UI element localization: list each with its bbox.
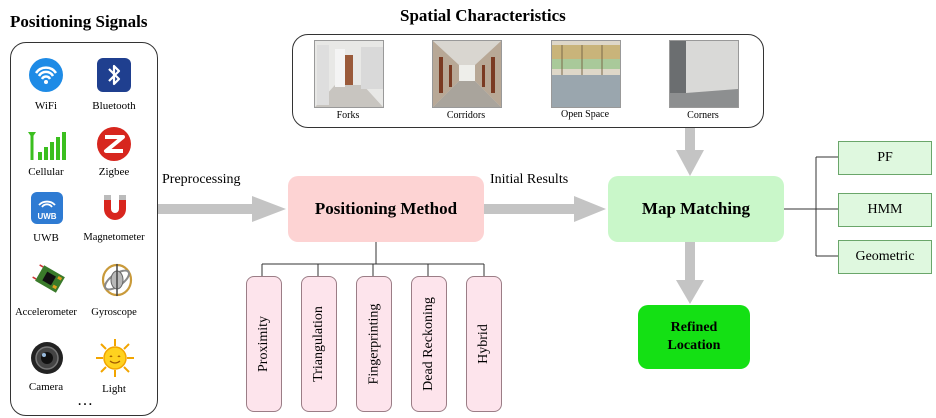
signal-label-zigbee: Zigbee [98,166,130,178]
preprocessing-label: Preprocessing [162,172,241,187]
gyroscope-icon [100,262,134,298]
positioning-method-box: Positioning Method [288,176,484,242]
method-label-hybrid: Hybrid [476,324,492,364]
map-matching-label: Map Matching [641,199,751,218]
map-matching-box: Map Matching [608,176,784,242]
camera-lens-icon [30,341,64,375]
method-label-fingerprinting: Fingerprinting [366,303,382,385]
wifi-icon [28,57,64,93]
option-label-geometric: Geometric [855,249,915,264]
signal-label-gyroscope: Gyroscope [91,307,137,318]
spatial-label-corridors: Corridors [446,110,486,121]
option-pf: PF [838,141,932,175]
refined-location-box: Refined Location [638,305,750,369]
signal-label-light: Light [102,383,126,395]
option-label-pf: PF [877,150,893,165]
option-label-hmm: HMM [867,202,903,217]
forks-photo [314,40,384,108]
method-label-dead-reckoning: Dead Reckoning [421,297,437,391]
signal-label-uwb: UWB [33,232,59,244]
corner-photo [669,40,739,108]
option-hmm: HMM [838,193,932,227]
method-label-proximity: Proximity [256,315,272,373]
spatial-characteristics-title: Spatial Characteristics [400,6,566,25]
magnet-icon [98,191,132,225]
corridor-photo [432,40,502,108]
signal-label-cellular: Cellular [28,166,64,178]
signal-label-camera: Camera [28,381,64,393]
initial-results-label: Initial Results [490,172,569,187]
method-fingerprinting: Fingerprinting [356,276,392,412]
open-space-photo [551,40,621,108]
method-triangulation: Triangulation [301,276,337,412]
method-dead-reckoning: Dead Reckoning [411,276,447,412]
spatial-label-forks: Forks [336,110,360,121]
spatial-label-corners: Corners [687,110,719,121]
method-proximity: Proximity [246,276,282,412]
method-label-triangulation: Triangulation [311,306,326,382]
uwb-icon: UWB [30,191,64,225]
sun-icon [95,338,135,378]
signal-label-magnetometer: Magnetometer [83,232,145,243]
more-signals-ellipsis: … [77,392,93,409]
signal-label-wifi: WiFi [34,100,58,112]
positioning-signals-title: Positioning Signals [10,12,148,31]
cellular-signal-icon [28,130,68,162]
method-hybrid: Hybrid [466,276,502,412]
svg-text:UWB: UWB [37,212,56,221]
spatial-label-open-space: Open Space [560,109,610,120]
zigbee-icon [96,126,132,162]
accelerometer-chip-icon [30,262,70,296]
refined-location-label: Refined Location [667,320,721,353]
signal-label-accelerometer: Accelerometer [15,307,77,318]
positioning-method-label: Positioning Method [314,199,458,218]
option-geometric: Geometric [838,240,932,274]
bluetooth-icon [96,57,132,93]
signal-label-bluetooth: Bluetooth [92,100,136,112]
